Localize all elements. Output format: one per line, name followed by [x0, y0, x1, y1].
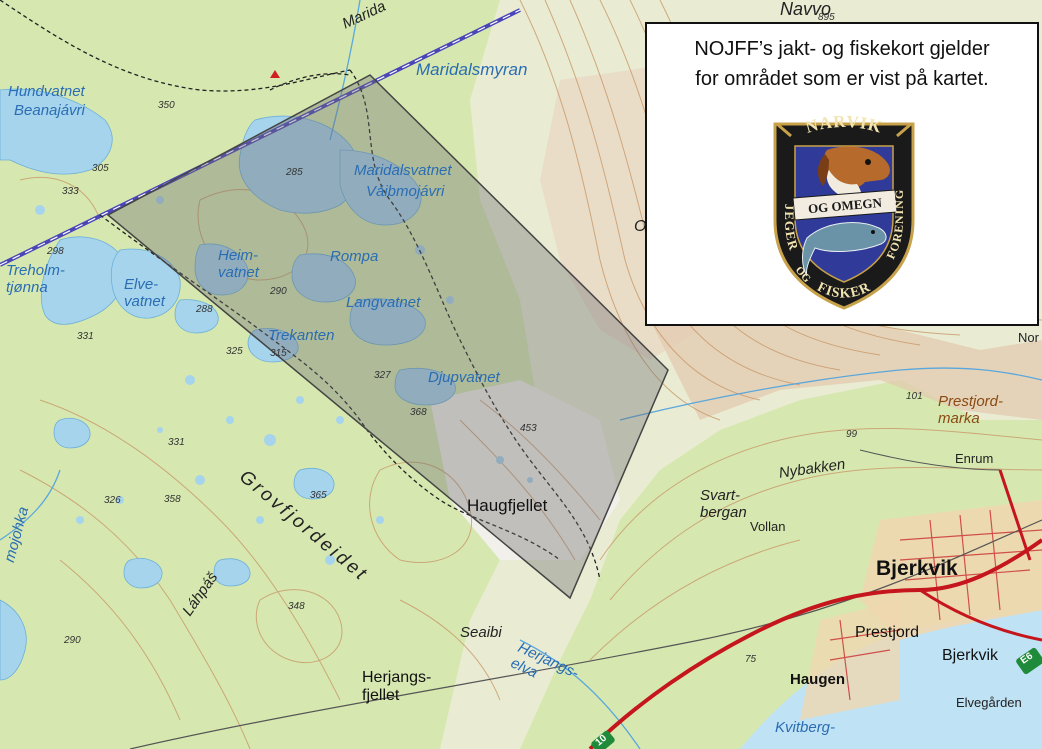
- lake-label-hundvatnet: Hundvatnet: [8, 83, 85, 100]
- elevation-label: 285: [286, 167, 303, 178]
- info-line-2: for området som er vist på kartet.: [695, 68, 989, 90]
- info-line-1: NOJFF’s jakt- og fiskekort gjelder: [694, 38, 990, 60]
- place-label-elvegarden: Elvegården: [956, 695, 1022, 710]
- town-prestjord: [800, 600, 900, 720]
- svg-text:FISKER: FISKER: [815, 280, 874, 302]
- elevation-label: 365: [310, 490, 327, 501]
- mountain-ridge: [650, 300, 1042, 420]
- town-bjerkvik: [860, 500, 1042, 640]
- lake-hundvatnet: [0, 88, 113, 175]
- elevation-label: 348: [288, 601, 305, 612]
- elevation-label: 290: [270, 286, 287, 297]
- lake-label-maridalsvatnet: Maridalsvatnet: [354, 162, 452, 179]
- lake-djupvatnet: [394, 367, 456, 406]
- roads: [588, 449, 1042, 749]
- elevation-label: 99: [846, 429, 858, 440]
- elevation-label: 327: [374, 370, 391, 381]
- place-label-prestjordmarka: Prestjord- marka: [938, 393, 1004, 428]
- lake-rompa: [291, 253, 356, 303]
- railway: [129, 519, 1042, 749]
- elevation-label: 288: [196, 304, 213, 315]
- place-label-haugfjellet: Haugfjellet: [467, 496, 548, 515]
- club-badge: NARVIK JEGER FORENING OG OMEGN OG FISKER: [773, 112, 915, 310]
- place-label-top: Navvo: [780, 0, 832, 19]
- elevation-label: 75: [745, 654, 757, 665]
- elevation-label: 101: [906, 391, 923, 402]
- elevation-label: 326: [104, 495, 121, 506]
- place-label-cut: O: [634, 218, 647, 235]
- lake-label-treholmtjonna: Treholm- tjønna: [6, 262, 65, 296]
- band: [792, 189, 898, 221]
- bare-rock: [430, 380, 620, 560]
- lake-label-heimvatnet: Heim- vatnet: [218, 247, 259, 281]
- place-label-bjerkvik-town: Bjerkvik: [876, 557, 958, 580]
- lake-label-trekanten: Trekanten: [268, 327, 335, 344]
- water-label-kvitberg: Kvitberg-: [775, 719, 836, 736]
- elevation-label: 350: [158, 100, 175, 111]
- place-label-nor: Nor: [1018, 330, 1039, 345]
- elevation-label: 331: [168, 437, 185, 448]
- lake-label-beanajavri: Beanajávri: [14, 102, 85, 119]
- badge-text-bottom: FISKER: [815, 280, 873, 302]
- place-label-vollan: Vollan: [750, 519, 786, 534]
- elevation-label: 298: [47, 246, 64, 257]
- place-label-enrum: Enrum: [955, 451, 994, 466]
- lake-elvevatnet: [110, 248, 181, 319]
- elevation-label: 895: [818, 12, 835, 23]
- elevation-label: 315: [270, 348, 287, 359]
- place-label-svartbergan: Svart- bergan: [700, 487, 747, 521]
- badge-text-left: JEGER: [782, 204, 801, 253]
- lake-heimvatnet: [194, 243, 249, 296]
- badge-text-band: OG OMEGN: [807, 195, 883, 216]
- lake-label-elvevatnet: Elve- vatnet: [124, 276, 165, 310]
- elevation-label: 368: [410, 407, 427, 418]
- info-box: NOJFF’s jakt- og fiskekort gjelder for o…: [645, 22, 1039, 326]
- elevation-label: 333: [62, 186, 79, 197]
- elevation-label: 453: [520, 423, 537, 434]
- lake-treholmtjonna: [40, 236, 126, 325]
- elevation-label: 358: [164, 494, 181, 505]
- town-streets: [829, 509, 1042, 701]
- survey-marker: [270, 70, 280, 78]
- elevation-label: 305: [92, 163, 109, 174]
- place-label-prestjord: Prestjord: [855, 624, 920, 641]
- lake-label-rompa: Rompa: [330, 248, 379, 265]
- elevation-label: 331: [77, 331, 94, 342]
- tarns: [35, 196, 533, 565]
- power-line: [0, 8, 521, 267]
- salmon-icon: [802, 222, 887, 277]
- elevation-label: 325: [226, 346, 243, 357]
- lake-label-djupvatnet: Djupvatnet: [428, 369, 500, 386]
- lake-label-langvatnet: Langvatnet: [346, 294, 421, 311]
- road-shields: [591, 647, 1042, 749]
- svg-text:JEGER: JEGER: [782, 204, 802, 253]
- crossed-rifles-icon: [776, 122, 912, 138]
- place-label-bjerkvik: Bjerkvik: [942, 647, 999, 664]
- place-label-haugen: Haugen: [790, 671, 846, 688]
- place-label-seaibi: Seaibi: [460, 624, 502, 641]
- place-label-herjangsfjellet: Herjangs- fjellet: [362, 669, 432, 705]
- elevation-label: 290: [64, 635, 81, 646]
- lakes: [0, 88, 456, 681]
- lake-trekanten: [247, 328, 299, 363]
- hunting-area-overlay: [106, 74, 669, 600]
- lake-langvatnet: [349, 298, 426, 346]
- place-label-maridalsmyran: Maridalsmyran: [416, 60, 528, 79]
- lake-label-vaibmojavri: Váibmojávri: [366, 183, 445, 200]
- lake-maridalsvatnet: [238, 115, 359, 214]
